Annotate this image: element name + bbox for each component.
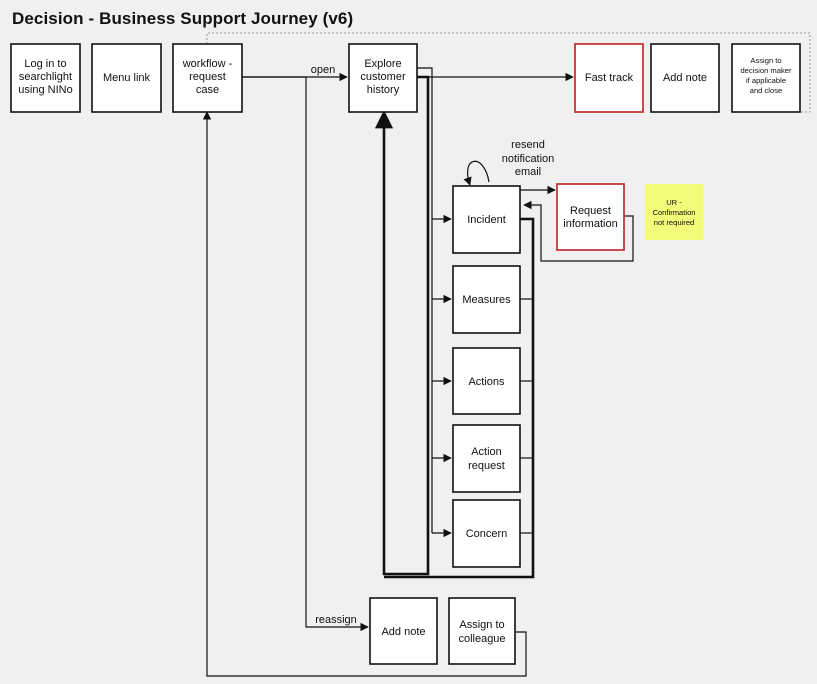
node-label: Explore <box>364 58 401 70</box>
return-loop-right <box>384 217 535 579</box>
sticky-note-background <box>645 184 703 240</box>
node-label: if applicable <box>746 76 786 85</box>
node-box <box>452 347 521 415</box>
sticky-note-line: not required <box>654 218 695 227</box>
node-label: Concern <box>466 528 508 540</box>
edge-explore-branches <box>417 67 433 533</box>
node-box <box>448 597 516 665</box>
node-label: Action <box>471 446 502 458</box>
node-label: Menu link <box>103 72 151 84</box>
node-box <box>452 424 521 493</box>
node-incident[interactable]: Incident <box>452 185 521 254</box>
node-label: request <box>468 460 505 472</box>
edge-label-resend-line: email <box>515 166 541 178</box>
node-label: Add note <box>381 626 425 638</box>
node-label: information <box>563 218 617 230</box>
node-workflow[interactable]: workflow - request case <box>172 43 243 113</box>
node-label: Assign to <box>750 56 781 65</box>
node-label: Fast track <box>585 72 634 84</box>
node-label: Request <box>570 205 611 217</box>
node-label: request <box>189 71 226 83</box>
edge-workflow-reassign <box>242 76 369 632</box>
edge-label-resend: resend notification email <box>502 139 555 178</box>
node-actions[interactable]: Actions <box>452 347 521 415</box>
node-add-note-top[interactable]: Add note <box>650 43 720 113</box>
node-label: case <box>196 84 219 96</box>
node-label: Add note <box>663 72 707 84</box>
node-box <box>731 43 801 113</box>
node-box <box>556 183 625 251</box>
node-box <box>10 43 81 113</box>
node-label: searchlight <box>19 71 72 83</box>
node-label: decision maker <box>740 66 792 75</box>
node-box <box>574 43 644 113</box>
node-label: Actions <box>468 376 505 388</box>
node-box <box>172 43 243 113</box>
dotted-connector <box>206 32 811 113</box>
node-request-information[interactable]: Request information <box>556 183 625 251</box>
node-label: history <box>367 84 400 96</box>
node-add-note-bottom[interactable]: Add note <box>369 597 438 665</box>
node-measures[interactable]: Measures <box>452 265 521 334</box>
node-label: Incident <box>467 214 506 226</box>
node-label: colleague <box>458 633 505 645</box>
sticky-note: UR - Confirmation not required <box>645 184 703 240</box>
node-box <box>650 43 720 113</box>
node-box <box>452 499 521 568</box>
sticky-note-line: Confirmation <box>652 208 695 217</box>
node-label: Measures <box>462 294 511 306</box>
node-explore[interactable]: Explore customer history <box>348 43 418 113</box>
node-label: customer <box>360 71 406 83</box>
connectors <box>202 32 811 677</box>
node-assign-decision-maker[interactable]: Assign to decision maker if applicable a… <box>731 43 801 113</box>
node-label: Assign to <box>459 619 504 631</box>
node-label: using NINo <box>18 84 72 96</box>
edge-label-open: open <box>311 64 335 76</box>
node-label: and close <box>750 86 783 95</box>
sticky-note-line: UR - <box>666 198 682 207</box>
node-box <box>91 43 162 113</box>
node-label: workflow - <box>182 58 233 70</box>
page-title: Decision - Business Support Journey (v6) <box>12 9 354 28</box>
node-fast-track[interactable]: Fast track <box>574 43 644 113</box>
edge-label-reassign: reassign <box>315 614 357 626</box>
node-box <box>348 43 418 113</box>
node-menu-link[interactable]: Menu link <box>91 43 162 113</box>
node-label: Log in to <box>24 58 66 70</box>
node-login[interactable]: Log in to searchlight using NINo <box>10 43 81 113</box>
node-assign-colleague[interactable]: Assign to colleague <box>448 597 516 665</box>
node-box <box>452 185 521 254</box>
edge-label-resend-line: notification <box>502 153 555 165</box>
node-concern[interactable]: Concern <box>452 499 521 568</box>
return-to-explore <box>374 75 430 576</box>
edge-resend-loop <box>463 160 490 186</box>
node-box <box>452 265 521 334</box>
edge-assign-colleague-back <box>202 111 527 677</box>
node-action-request[interactable]: Action request <box>452 424 521 493</box>
node-box <box>369 597 438 665</box>
edge-label-resend-line: resend <box>511 139 545 151</box>
edge-request-info-back <box>523 200 634 262</box>
